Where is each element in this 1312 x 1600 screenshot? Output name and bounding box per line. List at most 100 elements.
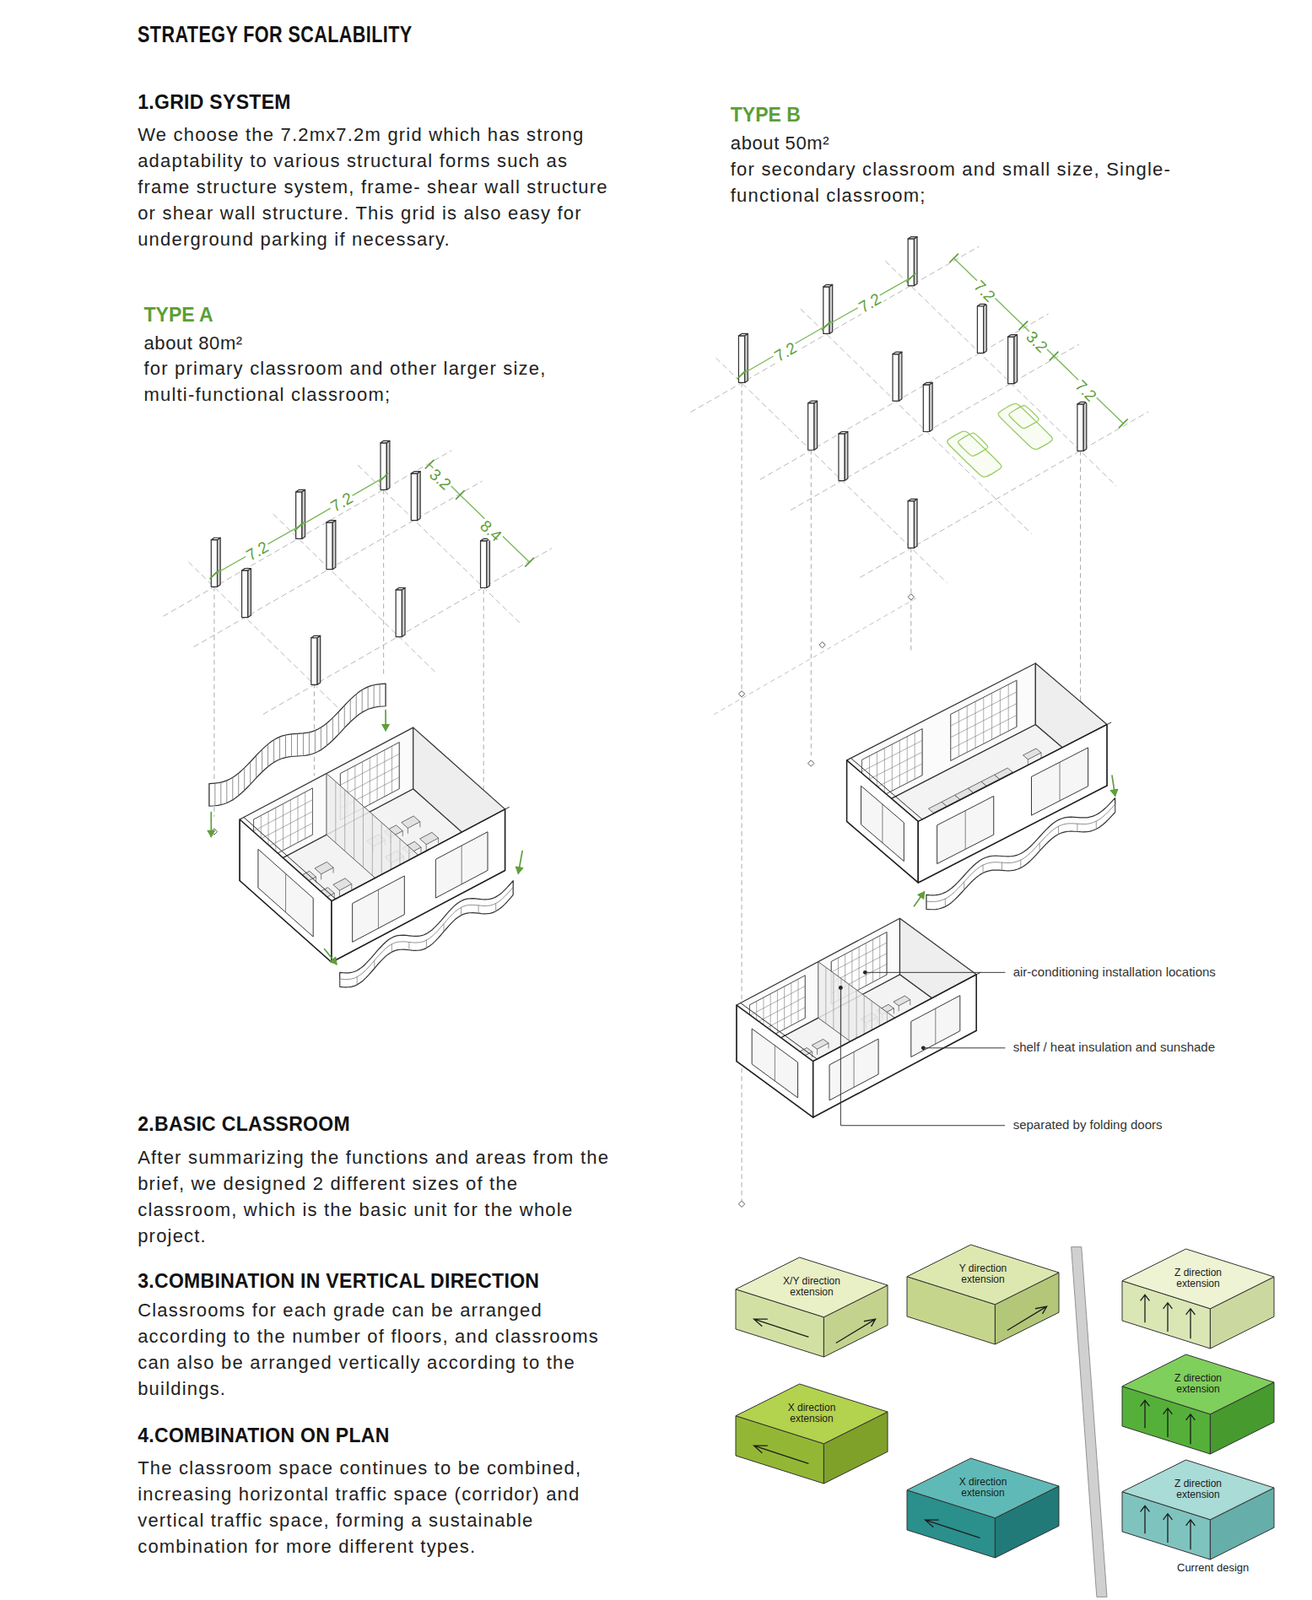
column-top bbox=[838, 431, 848, 433]
grid-line bbox=[716, 357, 947, 583]
assembly-arrow-head bbox=[515, 866, 523, 874]
planter-shelf-post bbox=[442, 923, 444, 932]
dimension-tick bbox=[294, 522, 303, 531]
column-side bbox=[844, 431, 848, 481]
sunshade-screen-hatch bbox=[291, 734, 292, 757]
block-top bbox=[735, 1257, 888, 1318]
planter-shelf-post bbox=[1039, 842, 1041, 851]
column bbox=[977, 306, 983, 354]
desk-leg bbox=[893, 1008, 895, 1014]
sunshade-screen-hatch bbox=[367, 686, 369, 710]
type-description: for secondary classroom and small size, … bbox=[730, 156, 1200, 209]
window bbox=[829, 1038, 879, 1101]
block-top bbox=[907, 1457, 1059, 1518]
folding-door-panel bbox=[344, 789, 346, 852]
block-label-group: Z direction extension bbox=[1164, 1267, 1232, 1290]
window bbox=[1031, 747, 1088, 816]
grid-marker bbox=[819, 642, 826, 648]
column-top bbox=[823, 284, 833, 287]
window-mullion bbox=[965, 810, 967, 850]
dimension-label: 7.2 bbox=[770, 338, 801, 366]
planter-shelf-line bbox=[340, 886, 514, 979]
planter-shelf-post bbox=[925, 901, 927, 909]
column bbox=[311, 637, 318, 686]
window bbox=[937, 795, 994, 864]
planter-shelf bbox=[926, 798, 1116, 910]
dimension-tick bbox=[1019, 321, 1028, 330]
planter-shelf-post bbox=[460, 907, 462, 915]
column-top bbox=[210, 537, 221, 540]
block-label-group: Z direction extension bbox=[1164, 1372, 1232, 1395]
dimension-label: 7.2 bbox=[1070, 376, 1101, 406]
folding-door-panel bbox=[848, 983, 850, 1041]
column-top bbox=[977, 303, 987, 306]
column-top bbox=[923, 382, 933, 384]
sunshade-screen-hatch bbox=[379, 684, 381, 708]
area-note: about 80m² bbox=[144, 329, 243, 357]
extension-arrow bbox=[754, 1445, 810, 1464]
sunshade-screen-hatch bbox=[285, 734, 287, 758]
wall-thickness bbox=[817, 971, 981, 1059]
block-label-group: X direction extension bbox=[777, 1402, 846, 1425]
front-wall bbox=[847, 760, 919, 883]
window bbox=[861, 785, 905, 861]
window bbox=[258, 848, 314, 937]
column-side bbox=[983, 303, 988, 353]
planter-shelf-post bbox=[1001, 862, 1003, 870]
column-top bbox=[907, 237, 918, 239]
column-side bbox=[898, 351, 902, 401]
planter-shelf-post bbox=[1058, 826, 1059, 834]
desk bbox=[401, 815, 421, 828]
planter-shelf-post bbox=[512, 886, 514, 895]
extension-arrow bbox=[1163, 1302, 1173, 1332]
type-heading: TYPE A bbox=[144, 303, 214, 327]
drop-line bbox=[741, 382, 743, 1204]
desk-leg bbox=[419, 821, 421, 827]
column-top bbox=[410, 471, 421, 474]
column bbox=[1008, 336, 1015, 384]
column-side bbox=[302, 489, 306, 539]
block-outline bbox=[735, 1383, 888, 1484]
block-outline bbox=[907, 1457, 1059, 1558]
massing-block: X direction extension bbox=[907, 1457, 1059, 1558]
column-side bbox=[1083, 401, 1087, 451]
dimension-label: 7.2 bbox=[242, 537, 273, 565]
planter-shelf-post bbox=[408, 941, 410, 950]
block-label-group: Z direction extension bbox=[1164, 1478, 1232, 1501]
column bbox=[380, 442, 387, 491]
callout-text: air-conditioning installation locations bbox=[1013, 964, 1218, 980]
sunshade-screen-hatch bbox=[302, 733, 304, 756]
grid-line bbox=[194, 480, 482, 647]
sunshade-screen-hatch bbox=[338, 712, 340, 735]
dimension-tick bbox=[210, 570, 219, 579]
sunshade-screen-hatch bbox=[356, 694, 357, 718]
dimension-tick bbox=[737, 370, 746, 379]
grid-marker bbox=[738, 1200, 745, 1207]
column-top bbox=[907, 498, 918, 501]
window-mullion bbox=[934, 1008, 936, 1044]
shelf-board bbox=[831, 942, 887, 972]
column-side bbox=[401, 587, 405, 637]
column-side bbox=[913, 498, 918, 548]
sunshade-screen-hatch bbox=[308, 732, 310, 756]
grid-line bbox=[263, 548, 551, 714]
assembly-arrow-head bbox=[917, 891, 925, 899]
dimension-tick bbox=[1118, 419, 1128, 428]
drop-line bbox=[810, 449, 812, 756]
desk-leg bbox=[816, 1048, 818, 1054]
assembly-arrow bbox=[324, 949, 338, 965]
planter-shelf-post bbox=[478, 905, 480, 913]
column-side bbox=[417, 471, 422, 521]
planter-shelf-post bbox=[1076, 823, 1078, 832]
caption-label: Current design bbox=[1175, 1560, 1251, 1574]
block-label-group: X direction extension bbox=[949, 1476, 1017, 1499]
column bbox=[395, 589, 402, 638]
dimension-line bbox=[214, 477, 384, 575]
block-label: X/Y direction extension bbox=[777, 1275, 846, 1298]
block-outline bbox=[1122, 1459, 1275, 1560]
window-mullion bbox=[853, 1051, 855, 1087]
desk-leg bbox=[437, 837, 439, 843]
column bbox=[808, 403, 815, 451]
dimension-tick bbox=[1049, 351, 1059, 361]
